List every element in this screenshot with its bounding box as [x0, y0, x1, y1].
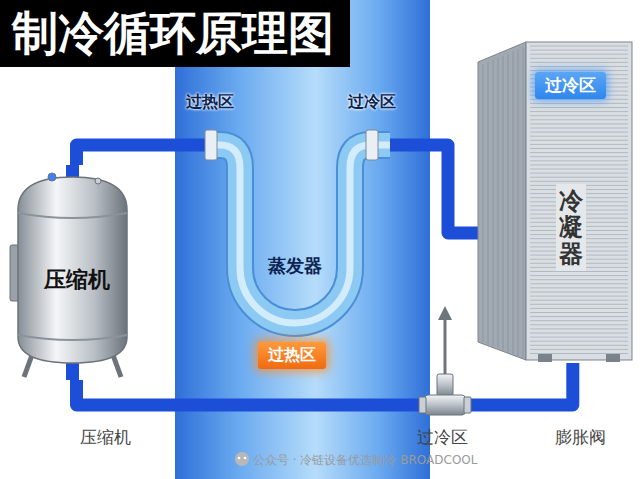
part-label: 压缩机: [80, 426, 131, 449]
superheat-badge-text: 过热区: [268, 345, 316, 366]
subcool-badge: 过冷区: [535, 72, 606, 99]
evaporator-coil: [205, 128, 390, 338]
subcool-badge-text: 过冷区: [545, 74, 596, 97]
watermark-icon: [238, 457, 241, 460]
zone-label: 过冷区: [348, 92, 396, 113]
pipe-clamp: [205, 130, 217, 160]
condenser-text: 冷凝器: [556, 184, 586, 271]
zone-label: 过热区: [186, 92, 234, 113]
pipe-clamp: [366, 130, 378, 160]
expansion-valve: [419, 306, 471, 415]
refrigerant-pipe: [77, 145, 206, 165]
superheat-badge: 过热区: [258, 342, 326, 369]
watermark: 公众号 · 冷链设备优选制冷 BROADCOOL: [253, 452, 477, 469]
watermark-icon: [235, 452, 249, 466]
condenser: 冷凝器过冷区: [478, 38, 636, 363]
compressor: 压缩机: [10, 165, 143, 380]
title-bar: 制冷循环原理图: [0, 0, 350, 67]
refrigerant-pipe: [77, 363, 573, 405]
evaporator: 蒸发器: [205, 128, 390, 338]
zone-label: 过冷区: [417, 426, 468, 449]
watermark-icon: [244, 457, 247, 460]
compressor-text: 压缩机: [10, 265, 143, 295]
refrigerant-pipe: [390, 145, 478, 233]
evaporator-text: 蒸发器: [252, 254, 338, 278]
part-label: 膨胀阀: [555, 426, 606, 449]
